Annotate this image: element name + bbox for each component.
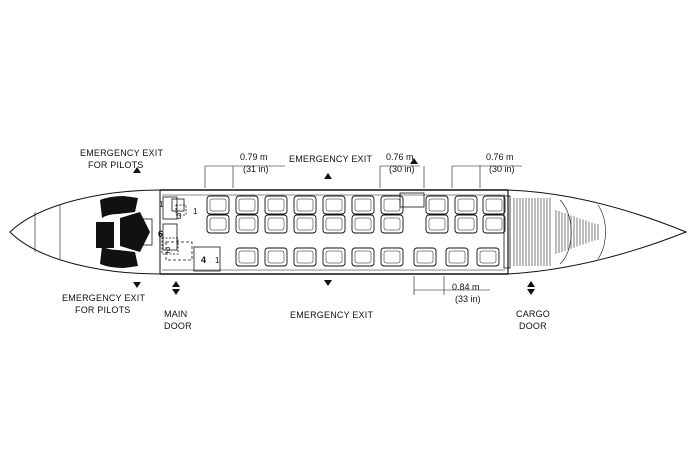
- seat-aft-row2: [425, 214, 449, 234]
- arrow-cargo-door: [527, 281, 535, 295]
- dim-bottom-in: (33 in): [455, 294, 481, 304]
- seat-bottom-row: [293, 247, 317, 267]
- pilot-seats: [120, 212, 150, 252]
- seat-top-row1: [206, 195, 230, 215]
- cockpit-panel-bottom: [100, 246, 138, 268]
- dim-right-in: (30 in): [489, 164, 515, 174]
- seat-aft-row1: [425, 195, 449, 215]
- console: [139, 218, 153, 246]
- label-cargo-door-2: DOOR: [519, 321, 547, 331]
- exit-arrows: [133, 158, 535, 295]
- arrow-up-pilot-exit: [133, 167, 141, 173]
- seat-top-row2: [206, 214, 230, 234]
- dim-left-in: (31 in): [243, 164, 269, 174]
- arrow-up-aft-exit: [410, 158, 418, 164]
- seat-top-row1: [322, 195, 346, 215]
- dim-left-m: 0.79 m: [240, 152, 268, 162]
- label-main-door-1: MAIN: [164, 309, 187, 319]
- cargo-compartment: [513, 198, 599, 266]
- seat-top-row2: [351, 214, 375, 234]
- seat-aft-row1: [482, 195, 506, 215]
- passenger-seats: [206, 195, 506, 267]
- marker-2: 2: [166, 246, 171, 255]
- label-exit-pilots-bottom-1: EMERGENCY EXIT: [62, 293, 145, 303]
- seat-top-row1: [235, 195, 259, 215]
- cockpit-panel-top: [100, 196, 138, 218]
- seat-top-row1: [264, 195, 288, 215]
- marker-3: 3: [177, 212, 182, 221]
- seat-bottom-row: [413, 247, 437, 267]
- label-exit-top: EMERGENCY EXIT: [289, 154, 372, 164]
- label-exit-bottom: EMERGENCY EXIT: [290, 310, 373, 320]
- arrow-main-door: [172, 281, 180, 295]
- cockpit: [96, 196, 153, 268]
- seat-aft-bottom: [476, 247, 500, 267]
- arrow-up-emergency-exit: [324, 173, 332, 179]
- label-exit-pilots-top-2: FOR PILOTS: [88, 160, 144, 170]
- labels: EMERGENCY EXIT FOR PILOTS EMERGENCY EXIT…: [62, 148, 550, 331]
- dim-mid-m: 0.76 m: [386, 152, 414, 162]
- seat-top-row2: [264, 214, 288, 234]
- marker-4: 4: [201, 255, 206, 265]
- seat-bottom-row: [351, 247, 375, 267]
- seat-aft-row2: [454, 214, 478, 234]
- marker-1b: 1: [193, 207, 198, 216]
- arrow-down-pilot-exit: [133, 282, 141, 288]
- label-cargo-door-1: CARGO: [516, 309, 550, 319]
- seat-top-row1: [293, 195, 317, 215]
- dim-bottom-m: 0.84 m: [452, 282, 480, 292]
- cockpit-panel-center: [96, 222, 114, 248]
- seat-aft-row2: [482, 214, 506, 234]
- dimension-lines: [204, 165, 522, 295]
- marker-1a: 1: [159, 200, 164, 209]
- label-main-door-2: DOOR: [164, 321, 192, 331]
- seat-bottom-row: [380, 247, 404, 267]
- dim-right-m: 0.76 m: [486, 152, 514, 162]
- seat-top-row2: [380, 214, 404, 234]
- marker-6: 6: [158, 229, 163, 239]
- seat-aft-row1: [454, 195, 478, 215]
- marker-1c: 1: [215, 256, 220, 265]
- seat-bottom-row: [445, 247, 469, 267]
- seat-bottom-row: [322, 247, 346, 267]
- galley-markers: 1 3 1 6 2 4 1: [158, 200, 220, 265]
- arrow-down-emergency-exit: [324, 280, 332, 286]
- dim-mid-in: (30 in): [389, 164, 415, 174]
- label-exit-pilots-bottom-2: FOR PILOTS: [75, 305, 131, 315]
- forward-galley: [161, 196, 221, 272]
- label-exit-pilots-top-1: EMERGENCY EXIT: [80, 148, 163, 158]
- seat-bottom-row: [264, 247, 288, 267]
- seat-top-row1: [380, 195, 404, 215]
- dimension-labels: 0.79 m (31 in) 0.76 m (30 in) 0.76 m (30…: [240, 152, 515, 304]
- seat-bottom-row: [235, 247, 259, 267]
- fuselage-outline: [9, 189, 688, 275]
- seat-top-row2: [293, 214, 317, 234]
- seat-top-row2: [235, 214, 259, 234]
- seat-top-row2: [322, 214, 346, 234]
- seat-top-row1: [351, 195, 375, 215]
